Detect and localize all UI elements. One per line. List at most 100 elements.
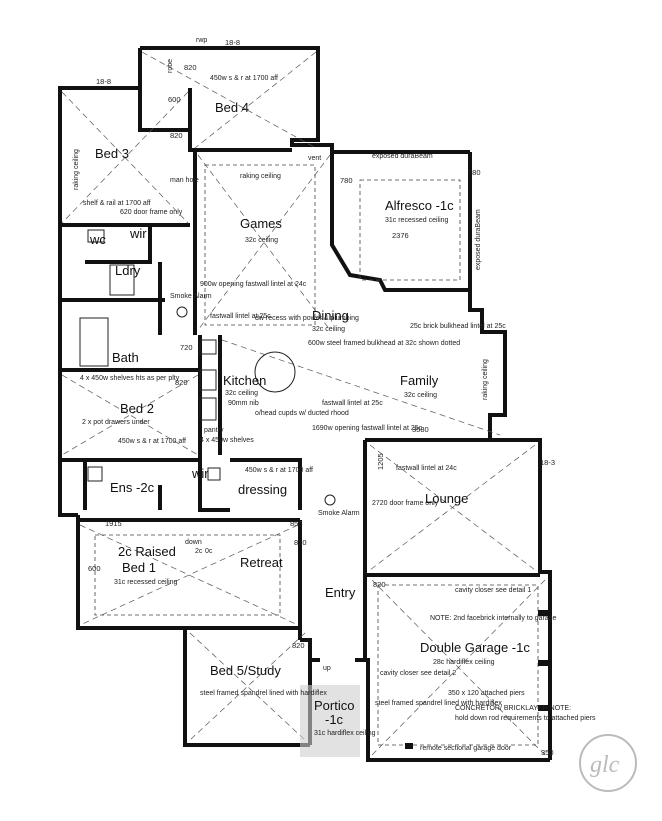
- label-lounge: Lounge: [425, 491, 468, 506]
- note-fastwall-1: fastwall lintel at 25c: [210, 313, 271, 320]
- note-games-opening: 900w opening fastwall lintel at 24c: [200, 281, 307, 288]
- note-up: up: [323, 665, 331, 672]
- note-garage: NOTE: 2nd facebrick internally to garage: [430, 615, 557, 622]
- note-concrete-body: hold down rod requirements to attached p…: [455, 715, 596, 722]
- dim-1205: 1205: [376, 453, 385, 470]
- garage-piers: [405, 610, 548, 749]
- note-smoke-alarm: Smoke Alarm: [170, 293, 212, 300]
- note-door-frame-2720: 2720 door frame only: [372, 500, 439, 507]
- dim-alfresco-780b: 780: [468, 168, 481, 177]
- note-spandrel-1: steel framed spandrel lined with hardifl…: [200, 690, 327, 697]
- note-garage-door: remote sectional garage door: [420, 745, 512, 752]
- note-dining-ceiling: 32c ceiling: [312, 326, 345, 333]
- note-rwp: rwp: [196, 37, 207, 44]
- label-wir2: wir: [191, 466, 209, 481]
- note-concrete-title: CONCRETOR/ BRICKLAYER NOTE:: [455, 705, 571, 712]
- note-exposed-beam-side: exposed duraBeam: [475, 209, 482, 270]
- note-smoke-alarm-2: Smoke Alarm: [318, 510, 360, 517]
- dim-left: 18-8: [96, 77, 111, 86]
- note-attached-piers: 350 x 120 attached piers: [448, 690, 525, 697]
- note-fastwall-2: fastwall lintel at 25c: [322, 400, 383, 407]
- dim-855: 855: [290, 519, 303, 528]
- dim-alfresco-780a: 780: [340, 176, 353, 185]
- portico-area: [300, 685, 360, 757]
- note-spandrel-2: steel framed spandrel lined with hardifl…: [375, 700, 502, 707]
- label-dressing: dressing: [238, 482, 287, 497]
- dim-820-bed5: 820: [292, 641, 305, 650]
- note-raking-bed3: raking ceiling: [73, 149, 80, 190]
- dim-alfresco-2376: 2376: [392, 231, 409, 240]
- note-raking-games: raking ceiling: [240, 173, 281, 180]
- note-cavity-closer-2: cavity closer see detail 2: [380, 670, 456, 677]
- interior-walls: [60, 88, 540, 660]
- dim-350: 350: [541, 748, 554, 757]
- note-pantry-shelves: 4 x 450w shelves: [200, 437, 254, 444]
- dim-1915: 1915: [105, 519, 122, 528]
- label-retreat: Retreat: [240, 555, 283, 570]
- dim-top: 18-8: [225, 38, 240, 47]
- dim-600-bed1: 600: [88, 564, 101, 573]
- note-kitchen-ceiling: 32c ceiling: [225, 390, 258, 397]
- note-head-cupboard: o/head cupds w/ ducted rhood: [255, 410, 349, 417]
- dim-right: 18-3: [540, 458, 555, 467]
- label-games: Games: [240, 216, 282, 231]
- label-portico: Portico: [314, 698, 354, 713]
- note-vent: vent: [308, 155, 321, 162]
- note-exposed-beam: exposed duraBeam: [372, 153, 433, 160]
- note-dw-recess: dw recess with power & plumbing: [255, 315, 359, 322]
- note-2c: 2c: [195, 548, 203, 555]
- note-opening-1690: 1690w opening fastwall lintel at 25c: [312, 425, 423, 432]
- dim-820-retreat: 820: [294, 538, 307, 547]
- note-man-hole: man hole: [170, 177, 199, 184]
- label-wir: wir: [129, 226, 147, 241]
- dim-bed3-door: 820: [170, 131, 183, 140]
- label-bath: Bath: [112, 350, 139, 365]
- note-portico-ceiling: 31c hardiflex ceiling: [314, 730, 376, 737]
- label-entry: Entry: [325, 585, 356, 600]
- label-garage: Double Garage -1c: [420, 640, 530, 655]
- note-bed2-drawers: 2 x pot drawers under: [82, 419, 150, 426]
- note-door-frame: 620 door frame only: [120, 209, 183, 216]
- watermark-logo: glc: [579, 734, 637, 792]
- label-family: Family: [400, 373, 439, 388]
- note-robe: robe: [167, 59, 174, 73]
- dim-3580: 3580: [412, 425, 429, 434]
- label-bed2: Bed 2: [120, 401, 154, 416]
- note-dressing-robe: 450w s & r at 1700 aff: [245, 467, 313, 474]
- note-down: down: [185, 539, 202, 546]
- note-nib: 90mm nib: [228, 400, 259, 407]
- note-bed4-robe: 450w s & r at 1700 aff: [210, 75, 278, 82]
- label-dining: Dining: [312, 308, 349, 323]
- note-bed1-ceiling: 31c recessed ceiling: [114, 579, 178, 586]
- label-ldry: Ldry: [115, 263, 141, 278]
- label-bed4: Bed 4: [215, 100, 249, 115]
- note-bed2-robe: 450w s & r at 1700 aff: [118, 438, 186, 445]
- dim-820-garage: 820: [373, 580, 386, 589]
- watermark-text: glc: [590, 752, 620, 778]
- label-ens: Ens -2c: [110, 480, 155, 495]
- label-bed1-b: Bed 1: [122, 560, 156, 575]
- note-games-ceiling: 32c ceiling: [245, 237, 278, 244]
- label-portico-b: -1c: [325, 712, 344, 727]
- note-shelves-bed2: 4 x 450w shelves hts as per plty: [80, 375, 180, 382]
- label-pantry: pantry: [204, 427, 224, 434]
- note-fastwall-lounge: fastwall lintel at 24c: [396, 465, 457, 472]
- note-brick-bulkhead: 25c brick bulkhead lintel at 25c: [410, 323, 506, 330]
- label-alfresco: Alfresco -1c: [385, 198, 454, 213]
- fixtures: [79, 229, 336, 506]
- note-bulkhead: 600w steel framed bulkhead at 32c shown …: [308, 340, 460, 347]
- note-family-ceiling: 32c ceiling: [404, 392, 437, 399]
- label-bed5: Bed 5/Study: [210, 663, 281, 678]
- note-cavity-closer-1: cavity closer see detail 1: [455, 587, 531, 594]
- label-wc: wc: [89, 232, 106, 247]
- note-alfresco-ceiling: 31c recessed ceiling: [385, 217, 449, 224]
- note-garage-ceiling: 28c hardiflex ceiling: [433, 659, 495, 666]
- note-0c: 0c: [205, 548, 213, 555]
- label-kitchen: Kitchen: [223, 373, 266, 388]
- note-raking-family: raking ceiling: [482, 359, 489, 400]
- dim-820-bed2: 820: [175, 378, 188, 387]
- dim-720: 720: [180, 343, 193, 352]
- label-bed1-a: 2c Raised: [118, 544, 176, 559]
- dim-bed4-door: 820: [184, 63, 197, 72]
